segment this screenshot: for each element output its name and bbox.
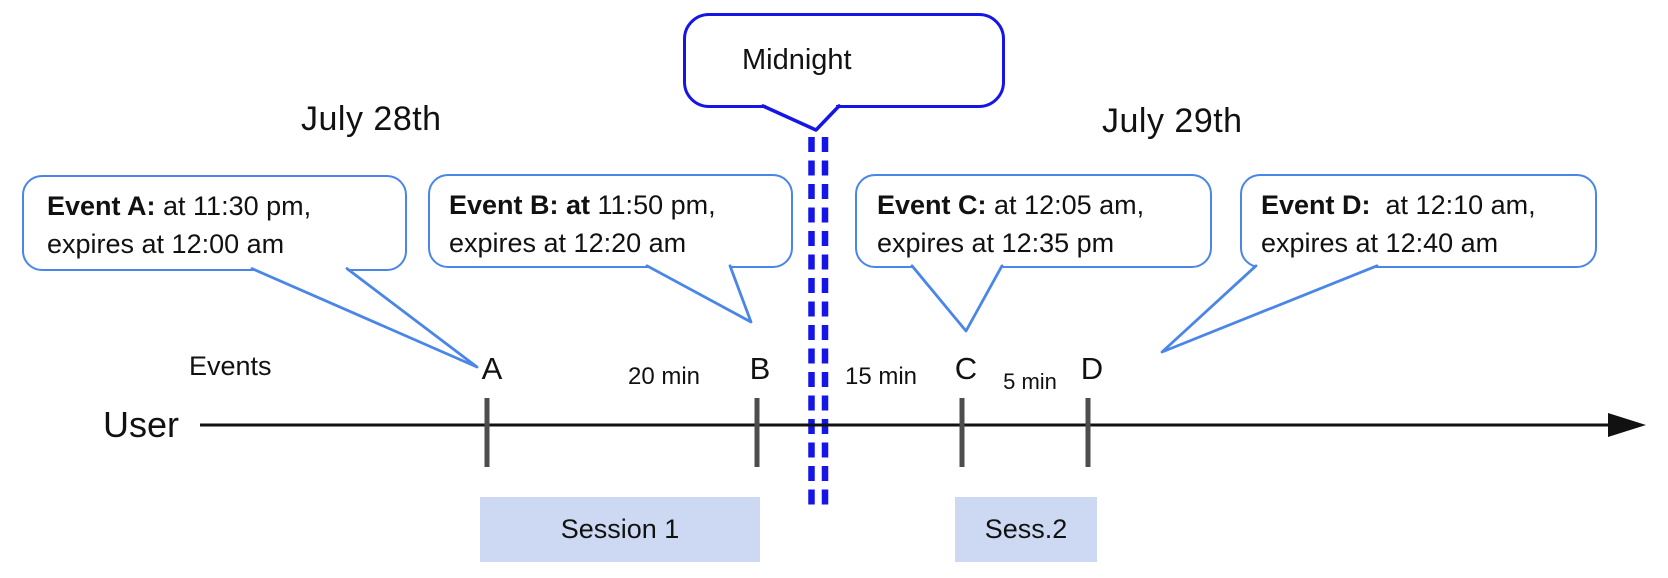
session-1-label: Session 1 bbox=[560, 514, 680, 544]
interval-5min: 5 min bbox=[1003, 369, 1057, 394]
event-b-time: 11:50 pm, bbox=[590, 190, 716, 220]
event-b-line1: Event B: at 11:50 pm, bbox=[449, 186, 791, 224]
tick-label-d: D bbox=[1080, 351, 1104, 386]
event-d-title: Event D: bbox=[1261, 190, 1371, 220]
session-1-box: Session 1 bbox=[480, 497, 760, 562]
interval-15min: 15 min bbox=[844, 363, 918, 390]
event-d-expiry: expires at 12:40 am bbox=[1261, 228, 1499, 258]
event-d-callout-tail bbox=[1160, 264, 1379, 354]
tick-label-a: A bbox=[481, 351, 503, 386]
event-b-callout-tail bbox=[645, 264, 753, 324]
event-d-line1: Event D: at 12:10 am, bbox=[1261, 186, 1595, 224]
midnight-label: Midnight bbox=[742, 44, 852, 76]
tick-label-b: B bbox=[749, 351, 771, 386]
event-a-time: at 11:30 pm, bbox=[155, 191, 312, 221]
event-c-callout: Event C: at 12:05 am, expires at 12:35 p… bbox=[855, 174, 1212, 268]
event-c-callout-tail bbox=[910, 264, 1004, 333]
event-c-expiry: expires at 12:35 pm bbox=[877, 228, 1115, 258]
event-a-title: Event A: bbox=[47, 191, 156, 221]
midnight-callout: Midnight bbox=[683, 13, 1005, 108]
event-c-time: at 12:05 am, bbox=[986, 190, 1145, 220]
events-axis-label: Events bbox=[189, 351, 272, 381]
date-july-29: July 29th bbox=[1102, 102, 1243, 140]
timeline-arrowhead bbox=[1608, 413, 1646, 437]
session-2-label: Sess.2 bbox=[984, 514, 1068, 544]
event-b-callout: Event B: at 11:50 pm, expires at 12:20 a… bbox=[428, 174, 793, 268]
interval-20min: 20 min bbox=[627, 363, 701, 390]
session-2-box: Sess.2 bbox=[955, 497, 1097, 562]
event-b-title: Event B: at bbox=[449, 190, 591, 220]
event-c-line1: Event C: at 12:05 am, bbox=[877, 186, 1210, 224]
event-c-title: Event C: bbox=[877, 190, 987, 220]
tick-label-c: C bbox=[954, 351, 978, 386]
event-a-line1: Event A: at 11:30 pm, bbox=[47, 187, 405, 225]
event-a-expiry: expires at 12:00 am bbox=[47, 229, 285, 259]
event-a-callout-tail bbox=[250, 267, 479, 369]
date-july-28: July 28th bbox=[301, 100, 442, 138]
event-d-callout: Event D: at 12:10 am, expires at 12:40 a… bbox=[1240, 174, 1597, 268]
event-a-callout: Event A: at 11:30 pm, expires at 12:00 a… bbox=[22, 175, 407, 271]
midnight-callout-tail bbox=[761, 104, 841, 132]
event-b-expiry: expires at 12:20 am bbox=[449, 228, 687, 258]
user-axis-label: User bbox=[103, 404, 180, 445]
event-d-time: at 12:10 am, bbox=[1370, 190, 1536, 220]
